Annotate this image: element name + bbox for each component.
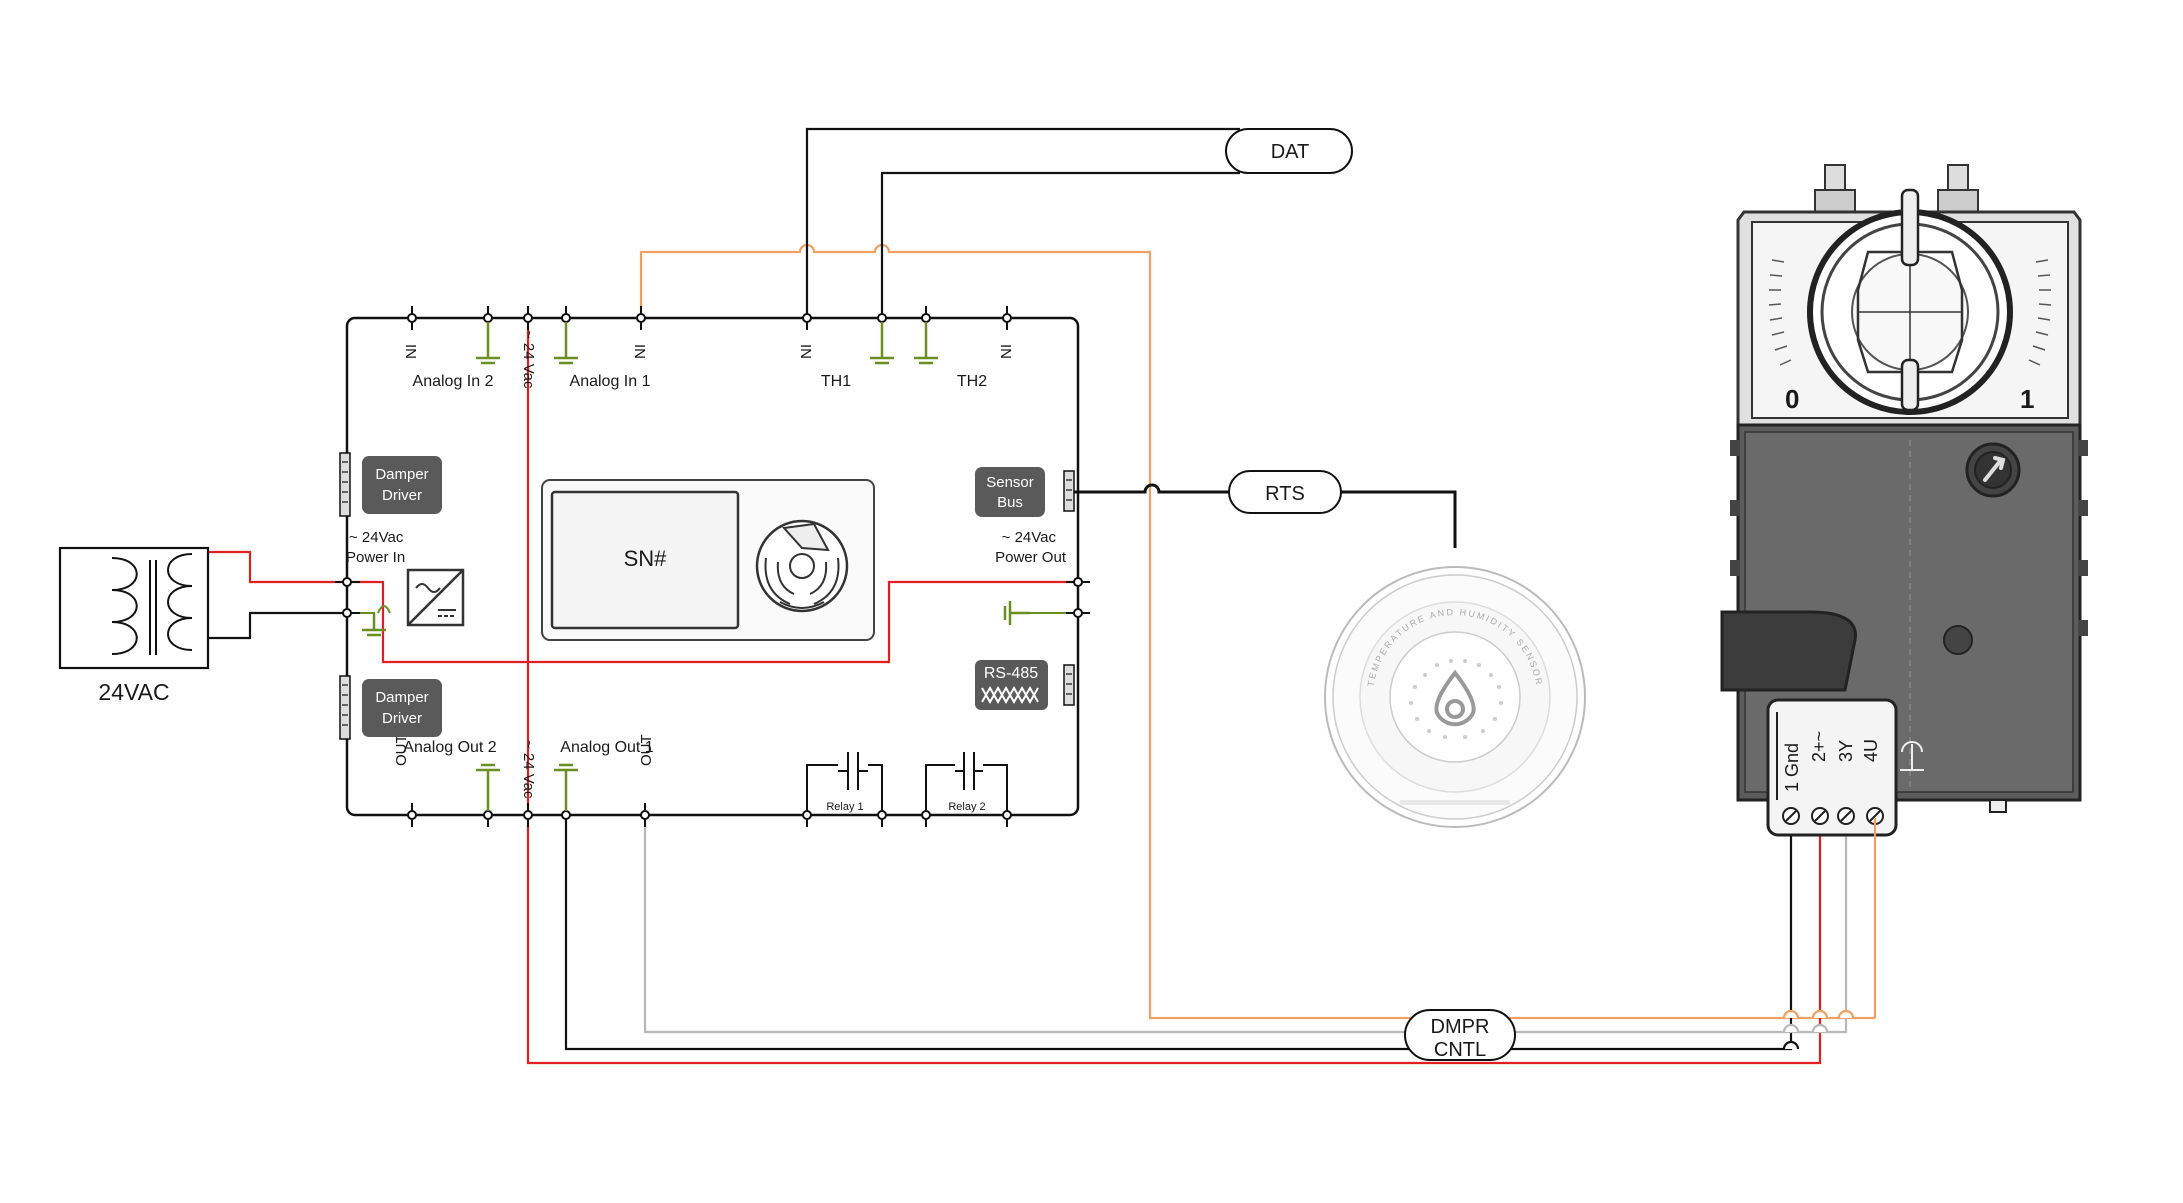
display-sn: SN# (624, 546, 668, 571)
power-out-terminals (1066, 577, 1090, 618)
ground-icon (1003, 601, 1030, 625)
dial-min-label: 0 (1785, 384, 1799, 414)
ground-icon (870, 322, 894, 365)
release-button (1720, 610, 1857, 692)
in-label: IN (631, 344, 648, 359)
analog-in-1-label: Analog In 1 (570, 373, 651, 390)
bottom-terminal-ticks (407, 803, 1012, 827)
controller: IN Analog In 2 ~ 24 Vac Analog In 1 IN I… (335, 306, 1090, 827)
in-label: IN (997, 344, 1014, 359)
hop-3 (1782, 1040, 1800, 1050)
relay-2 (925, 752, 1008, 803)
analog-out-2-label: Analog Out 2 (403, 739, 497, 756)
coil-right-icon (167, 553, 193, 651)
transformer-label: 24VAC (98, 679, 169, 705)
damper-driver-top: Damper Driver (339, 452, 442, 517)
coil-left-icon (111, 557, 138, 655)
th1-label: TH1 (821, 373, 851, 390)
sensor-bus: Sensor Bus (975, 467, 1075, 517)
ground-trace (360, 605, 391, 624)
transformer: 24VAC (58, 546, 210, 705)
room-temperature-sensor: TEMPERATURE AND HUMIDITY SENSOR (1324, 566, 1586, 828)
terminal-4-label: 4U (1861, 739, 1881, 762)
orange-wire (639, 243, 1875, 1020)
out-label: OUT (638, 734, 655, 766)
damper-driver-bottom-line2: Driver (382, 710, 422, 727)
dmpr-label: DMPR (1431, 1016, 1490, 1038)
dial-max-label: 1 (2020, 384, 2034, 414)
terminal-1-label: 1 Gnd (1782, 743, 1802, 792)
controller-outline (345, 316, 1080, 817)
rs485-label: RS-485 (984, 665, 1038, 682)
ground-symbol-icon (1900, 741, 1924, 771)
dial-ticks (1768, 259, 2052, 366)
vac-top-label: ~ 24 Vac (520, 330, 537, 389)
in-label: IN (402, 344, 419, 359)
terminal-2-label: 2+~ (1809, 731, 1829, 762)
relay-1 (806, 752, 883, 803)
ground-icon (476, 763, 500, 811)
black-wire-gnd (564, 815, 1793, 1051)
dat-wire-1 (805, 127, 1240, 315)
out-label: OUT (393, 734, 410, 766)
damper-driver-bottom-line1: Damper (375, 689, 428, 706)
sensor-bus-line2: Bus (997, 494, 1023, 511)
dat-label: DAT (1271, 141, 1310, 163)
dmpr-cntl-tag: DMPR CNTL (1404, 1009, 1516, 1061)
rs485-module: RS-485 (975, 660, 1075, 710)
relay-2-label: Relay 2 (948, 801, 985, 813)
converter-icon (406, 568, 465, 627)
in-label: IN (797, 344, 814, 359)
dat-tag: DAT (1225, 128, 1353, 174)
power-out-line1: ~ 24Vac (1002, 529, 1057, 546)
terminal-labels: 1 Gnd 2+~ 3Y 4U (1782, 731, 1881, 792)
sensor-bus-line1: Sensor (986, 474, 1034, 491)
th2-label: TH2 (957, 373, 987, 390)
damper-driver-top-line1: Damper (375, 466, 428, 483)
power-in-line1: ~ 24Vac (349, 529, 404, 546)
red-wire-transformer (175, 550, 347, 584)
rts-tag: RTS (1228, 470, 1342, 514)
rts-label: RTS (1265, 483, 1305, 505)
damper-actuator: 0 1 1 Gnd 2+~ 3Y 4U (1720, 164, 2088, 1050)
hop-2 (1782, 1023, 1829, 1033)
twisted-pair-icon (981, 685, 1039, 705)
dat-wire-2 (880, 171, 1240, 315)
damper-driver-bottom: Damper Driver (339, 675, 442, 740)
analog-in-2-label: Analog In 2 (413, 373, 494, 390)
terminal-3-label: 3Y (1836, 740, 1856, 762)
power-in-terminals (335, 577, 360, 618)
cntl-label: CNTL (1434, 1039, 1486, 1061)
relay-1-label: Relay 1 (826, 801, 863, 813)
ground-icon (554, 763, 578, 811)
transformer-box (58, 546, 210, 670)
rts-wire-2 (1330, 490, 1457, 548)
power-in-line2: Power In (346, 549, 405, 566)
ground-icon (554, 322, 578, 365)
ground-icons (362, 322, 1030, 811)
black-wire-transformer (175, 611, 347, 640)
speaker-grille-icon (1409, 659, 1503, 739)
power-out-line2: Power Out (995, 549, 1067, 566)
red-wire-power-out (347, 580, 1078, 664)
gray-wire (643, 815, 1848, 1034)
damper-driver-top-line2: Driver (382, 487, 422, 504)
manual-override-icon (1965, 442, 2021, 498)
top-terminal-ticks (407, 306, 1012, 330)
ground-icon (476, 322, 500, 365)
rts-wire (1071, 483, 1240, 494)
analog-out-1-label: Analog Out 1 (560, 739, 654, 756)
hop-1 (1782, 1009, 1855, 1019)
ground-icon (914, 322, 938, 365)
display-module: SN# (541, 479, 875, 641)
drop-logo-icon (1434, 669, 1476, 727)
vac-bottom-label: ~ 24 Vac (520, 740, 537, 799)
navigation-pad-icon (755, 519, 849, 613)
red-wire-vac (526, 315, 1822, 1065)
